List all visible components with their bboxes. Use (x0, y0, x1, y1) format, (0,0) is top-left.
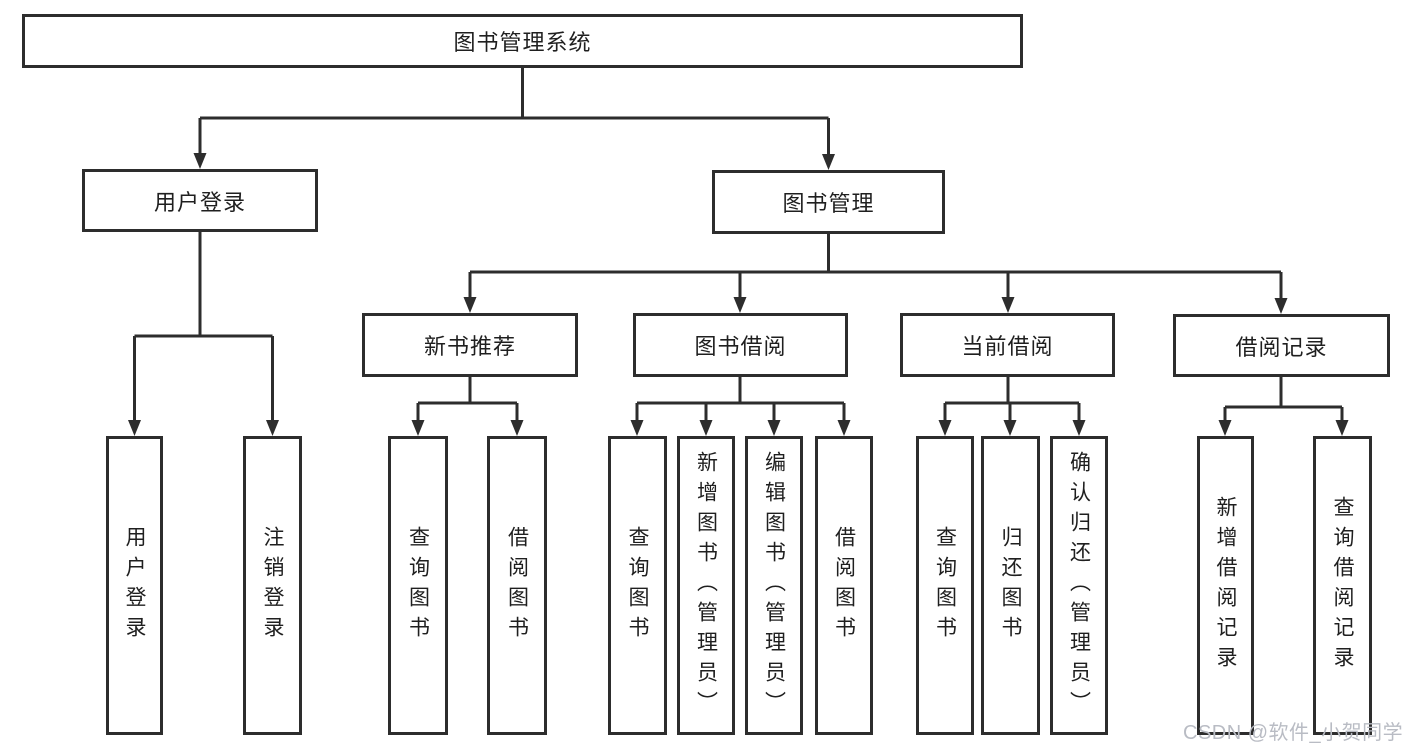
leaf-borrow-books: 借阅图书 (815, 436, 873, 735)
leaf-label: 借阅图书 (505, 525, 529, 646)
leaf-label: 查询图书 (626, 525, 650, 646)
leaf-label: 归还图书 (999, 525, 1023, 646)
leaf-confirm-return-admin: 确认归还（管理员） (1050, 436, 1108, 735)
node-new-book-recommend: 新书推荐 (362, 313, 578, 377)
leaf-label: 编辑图书（管理员） (762, 450, 786, 721)
node-user-login: 用户登录 (82, 169, 318, 232)
leaf-query-borrow-record: 查询借阅记录 (1313, 436, 1372, 735)
leaf-edit-books-admin: 编辑图书（管理员） (745, 436, 803, 735)
leaf-label: 确认归还（管理员） (1067, 450, 1091, 721)
leaf-add-books-admin: 新增图书（管理员） (677, 436, 735, 735)
leaf-query-books-borrow: 查询图书 (608, 436, 667, 735)
leaf-borrow-books-recommend: 借阅图书 (487, 436, 547, 735)
leaf-label: 借阅图书 (832, 525, 856, 646)
node-book-borrowing: 图书借阅 (633, 313, 848, 377)
leaf-label: 查询借阅记录 (1331, 495, 1355, 676)
node-current-borrowing: 当前借阅 (900, 313, 1115, 377)
leaf-return-books: 归还图书 (981, 436, 1040, 735)
csdn-watermark: CSDN @软件_小贺同学 (1183, 722, 1404, 744)
node-book-management: 图书管理 (712, 170, 945, 234)
leaf-label: 新增图书（管理员） (694, 450, 718, 721)
leaf-user-login: 用户登录 (106, 436, 163, 735)
leaf-query-books-current: 查询图书 (916, 436, 974, 735)
leaf-label: 查询图书 (933, 525, 957, 646)
leaf-label: 用户登录 (123, 525, 147, 646)
leaf-label: 查询图书 (406, 525, 430, 646)
leaf-add-borrow-record: 新增借阅记录 (1197, 436, 1254, 735)
node-borrowing-records: 借阅记录 (1173, 314, 1390, 377)
node-root-system: 图书管理系统 (22, 14, 1023, 68)
leaf-label: 注销登录 (261, 525, 285, 646)
leaf-logout: 注销登录 (243, 436, 302, 735)
leaf-label: 新增借阅记录 (1214, 495, 1238, 676)
leaf-query-books-recommend: 查询图书 (388, 436, 448, 735)
